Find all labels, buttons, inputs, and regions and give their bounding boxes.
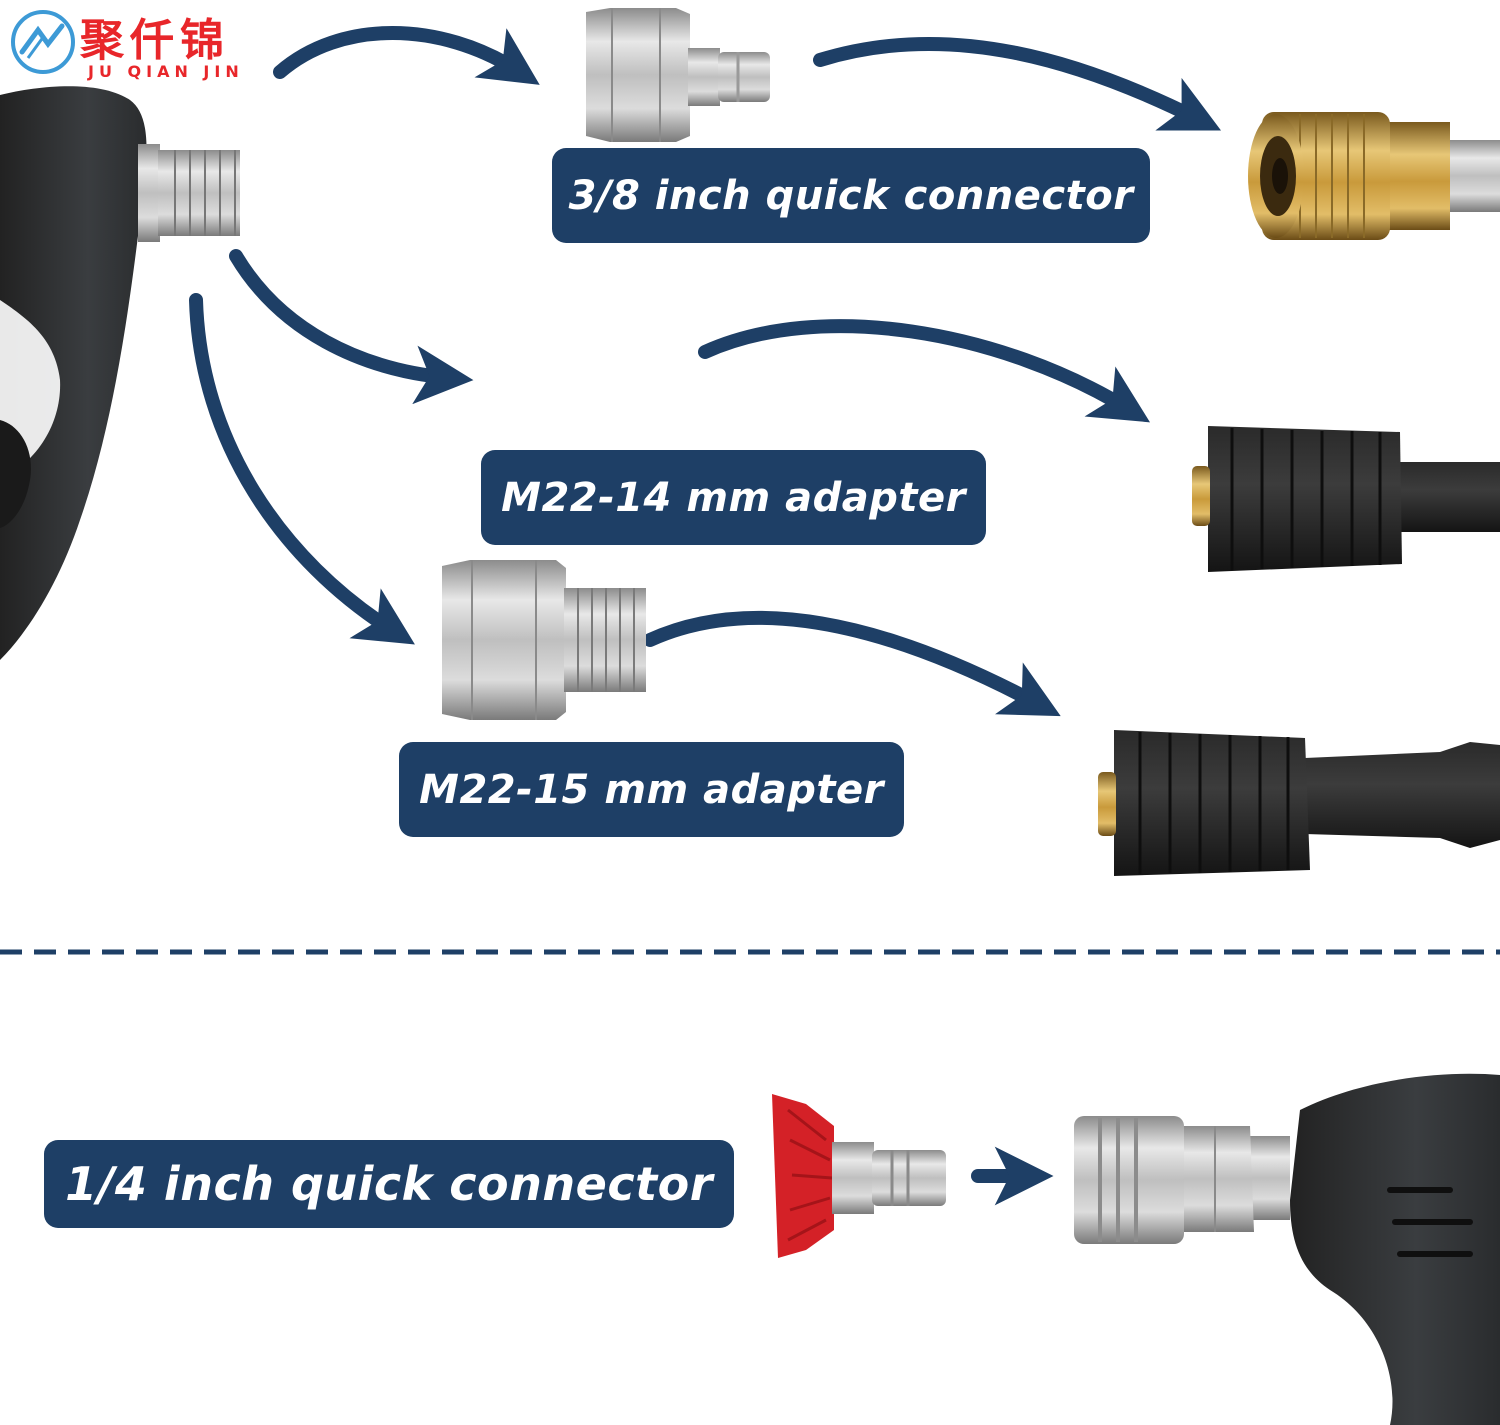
label-m22-14-adapter: M22-14 mm adapter [481,450,986,545]
label-1-4-quick-connector: 1/4 inch quick connector [44,1140,734,1228]
fitting-3-8-quick-connector [586,8,770,142]
label-m22-15-adapter: M22-15 mm adapter [399,742,904,837]
spray-gun-grip-top [0,86,240,660]
flow-arrows [189,26,1222,1206]
brand-name-english: JU QIAN JIN [88,62,244,81]
label-3-8-quick-connector: 3/8 inch quick connector [552,148,1150,243]
red-nozzle-1-4 [772,1094,946,1258]
m22-14-hose-coupler [1192,426,1500,572]
brass-quick-coupler [1248,112,1500,240]
fitting-m22-15-adapter [442,560,646,720]
brand-logo-icon [11,10,75,74]
spray-gun-bottom [1074,1073,1500,1425]
brand-name-chinese: 聚仟锦 [80,15,230,66]
m22-15-hose-coupler [1098,730,1500,876]
